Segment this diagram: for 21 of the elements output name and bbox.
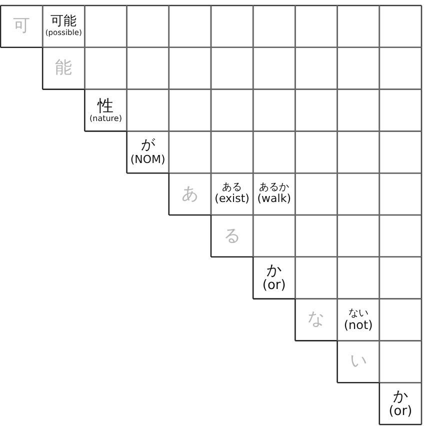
character-text: い xyxy=(350,352,367,371)
gloss-text: (nature) xyxy=(90,114,122,124)
gloss-text: (not) xyxy=(344,318,373,332)
gloss-text: (exist) xyxy=(214,193,250,206)
character-text: 可 xyxy=(13,17,30,36)
character-text: な xyxy=(308,310,325,330)
word-text: か xyxy=(266,262,282,279)
word-text: 性 xyxy=(98,97,114,115)
word-text: が xyxy=(140,138,155,154)
character-text: る xyxy=(224,226,241,246)
word-text: あるか xyxy=(259,182,290,194)
word-text: ある xyxy=(222,182,242,194)
gloss-text: (walk) xyxy=(257,193,292,206)
word-text: か xyxy=(392,388,408,405)
gloss-text: (or) xyxy=(388,404,412,419)
character-text: あ xyxy=(181,184,198,204)
gloss-text: (NOM) xyxy=(130,154,166,166)
word-text: 可能 xyxy=(50,15,77,30)
word-text: ない xyxy=(348,308,368,319)
gloss-text: (or) xyxy=(262,278,286,294)
character-text: 能 xyxy=(55,58,72,78)
